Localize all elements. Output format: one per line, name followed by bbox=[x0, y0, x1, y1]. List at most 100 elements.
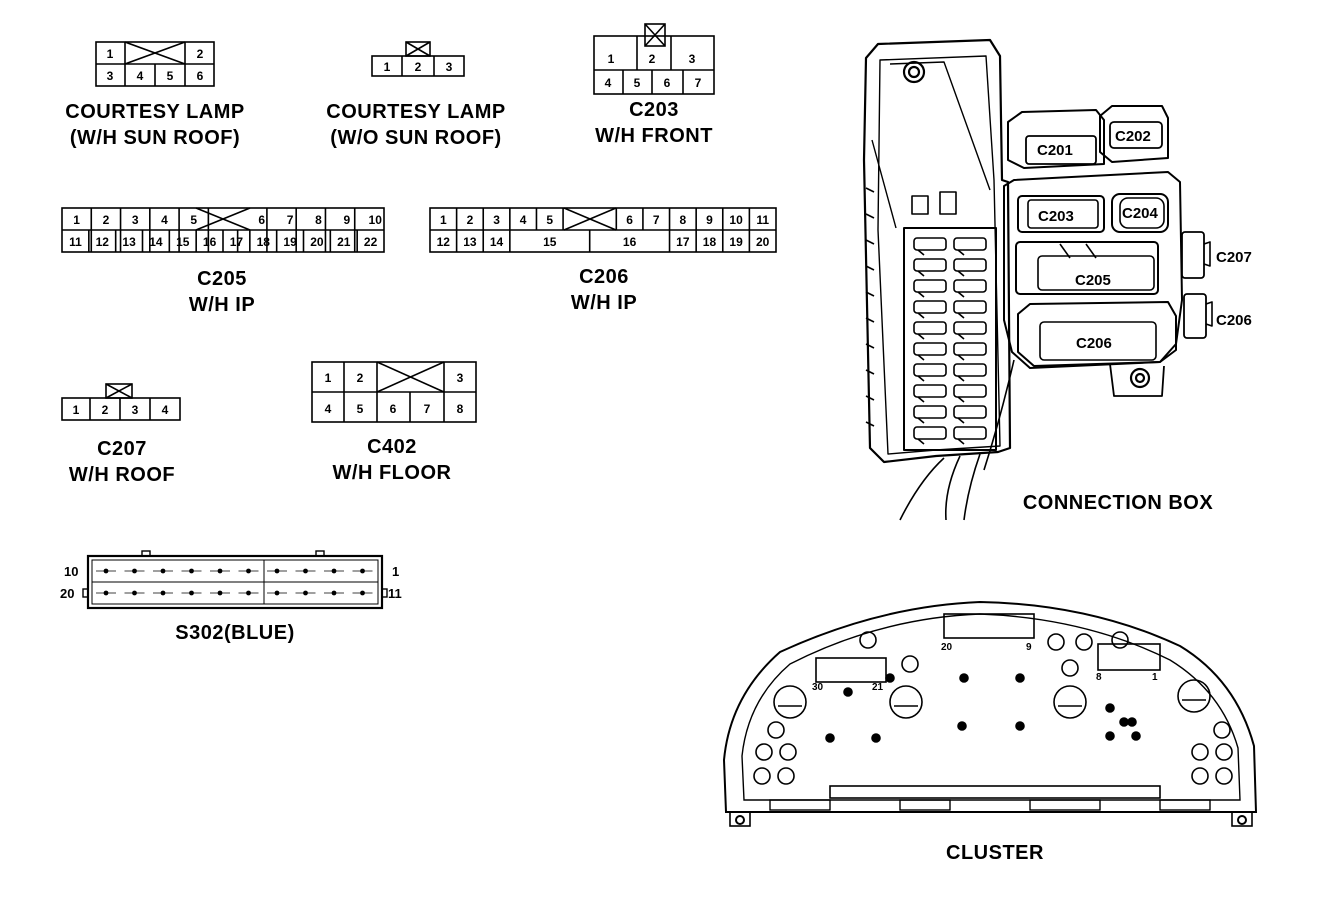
svg-text:3: 3 bbox=[689, 52, 696, 66]
svg-text:7: 7 bbox=[695, 76, 702, 90]
courtesy-lamp-sunroof-pins: 1 2 3 4 5 6 bbox=[107, 47, 204, 83]
c205-caption: C205 W/H IP bbox=[142, 266, 302, 318]
pin-label: 14 bbox=[149, 235, 163, 249]
pin-label: 5 bbox=[190, 213, 197, 227]
svg-text:1: 1 bbox=[384, 60, 391, 74]
svg-text:6: 6 bbox=[197, 69, 204, 83]
lamp-socket bbox=[1015, 721, 1025, 731]
svg-text:C205: C205 bbox=[1075, 272, 1111, 289]
connector-variant: W/H FRONT bbox=[595, 125, 713, 147]
pin-label: 6 bbox=[626, 213, 633, 227]
pin-label: 3 bbox=[132, 213, 139, 227]
mount-post bbox=[755, 743, 773, 761]
pin-label: 12 bbox=[96, 235, 110, 249]
svg-text:30: 30 bbox=[812, 682, 824, 693]
svg-text:1: 1 bbox=[325, 371, 332, 385]
svg-text:C206: C206 bbox=[1216, 312, 1252, 329]
mount-post bbox=[1061, 659, 1079, 677]
connector-name: S302(BLUE) bbox=[175, 622, 295, 644]
svg-text:6: 6 bbox=[664, 76, 671, 90]
fuse-slot bbox=[913, 405, 947, 419]
svg-text:2: 2 bbox=[649, 52, 656, 66]
lamp-socket bbox=[1015, 673, 1025, 683]
pin-label: 4 bbox=[161, 213, 168, 227]
pin-label: 8 bbox=[315, 213, 322, 227]
fuse-tab bbox=[917, 270, 965, 277]
pin-label: 7 bbox=[653, 213, 660, 227]
mount-post bbox=[753, 767, 771, 785]
svg-text:10: 10 bbox=[64, 564, 78, 579]
connector-variant: W/H FLOOR bbox=[332, 462, 452, 484]
pin-label: 3 bbox=[493, 213, 500, 227]
mount-post bbox=[1191, 743, 1209, 761]
connector-name: C402 bbox=[367, 436, 417, 458]
svg-text:7: 7 bbox=[424, 402, 431, 416]
svg-text:1: 1 bbox=[107, 47, 114, 61]
c207-caption: C207 W/H ROOF bbox=[42, 436, 202, 488]
pin-label: 1 bbox=[73, 213, 80, 227]
mount-post bbox=[1191, 767, 1209, 785]
pin-label: 17 bbox=[230, 235, 244, 249]
fuse-slot bbox=[913, 342, 947, 356]
svg-text:4: 4 bbox=[162, 403, 169, 417]
pin-label: 4 bbox=[520, 213, 527, 227]
fuse-slot bbox=[913, 426, 947, 440]
pin-label: 20 bbox=[756, 235, 770, 249]
svg-text:C207: C207 bbox=[1216, 249, 1252, 266]
mount-post bbox=[901, 655, 919, 673]
connector-name: COURTESY LAMP bbox=[65, 101, 245, 123]
fuse-slot bbox=[953, 363, 987, 377]
connector-name: C206 bbox=[579, 266, 629, 288]
s302-pin-grid bbox=[96, 568, 373, 596]
courtesy-lamp-no-sunroof-pins: 1 2 3 bbox=[384, 60, 453, 74]
pin-label: 17 bbox=[676, 235, 690, 249]
fuse-slot bbox=[913, 300, 947, 314]
cluster-title: CLUSTER bbox=[946, 842, 1044, 864]
svg-text:5: 5 bbox=[167, 69, 174, 83]
c206-caption: C206 W/H IP bbox=[524, 264, 684, 316]
mount-post bbox=[777, 767, 795, 785]
pin-label: 15 bbox=[176, 235, 190, 249]
c402-pins: 1 2 3 4 5 6 7 8 bbox=[325, 371, 464, 416]
fuse-tab bbox=[917, 249, 965, 256]
svg-text:2: 2 bbox=[102, 403, 109, 417]
c203-pins: 1 2 3 4 5 6 7 bbox=[605, 52, 702, 90]
svg-text:4: 4 bbox=[605, 76, 612, 90]
gauge-post bbox=[889, 685, 923, 719]
lamp-socket bbox=[871, 733, 881, 743]
fuse-tab bbox=[917, 417, 965, 424]
fuse-slot bbox=[953, 279, 987, 293]
fuse-tab bbox=[917, 291, 965, 298]
connector-name: COURTESY LAMP bbox=[326, 101, 506, 123]
c207-pins: 1 2 3 4 bbox=[73, 403, 169, 417]
fuse-slot bbox=[953, 342, 987, 356]
pin-label: 2 bbox=[103, 213, 110, 227]
pin-label: 15 bbox=[543, 235, 557, 249]
svg-text:2: 2 bbox=[197, 47, 204, 61]
lamp-socket bbox=[957, 721, 967, 731]
s302-connector bbox=[82, 550, 388, 610]
svg-text:1: 1 bbox=[608, 52, 615, 66]
svg-text:5: 5 bbox=[634, 76, 641, 90]
s302-pin-labels: 10 1 20 11 bbox=[60, 564, 402, 601]
lamp-socket bbox=[1105, 731, 1115, 741]
pin-label: 6 bbox=[258, 213, 265, 227]
svg-text:2: 2 bbox=[357, 371, 364, 385]
c206-connector bbox=[429, 207, 777, 253]
c207-connector bbox=[61, 383, 181, 421]
mount-post bbox=[1213, 721, 1231, 739]
svg-text:C206: C206 bbox=[1076, 335, 1112, 352]
svg-text:1: 1 bbox=[73, 403, 80, 417]
svg-text:1: 1 bbox=[392, 564, 399, 579]
mount-post bbox=[1111, 631, 1129, 649]
lamp-socket bbox=[825, 733, 835, 743]
connector-name: C205 bbox=[197, 268, 247, 290]
mount-post bbox=[859, 631, 877, 649]
svg-text:C203: C203 bbox=[1038, 208, 1074, 225]
svg-text:C204: C204 bbox=[1122, 205, 1159, 222]
fuse-tab bbox=[917, 375, 965, 382]
svg-text:8: 8 bbox=[1096, 672, 1102, 683]
mount-post bbox=[779, 743, 797, 761]
fuse-slot bbox=[953, 405, 987, 419]
